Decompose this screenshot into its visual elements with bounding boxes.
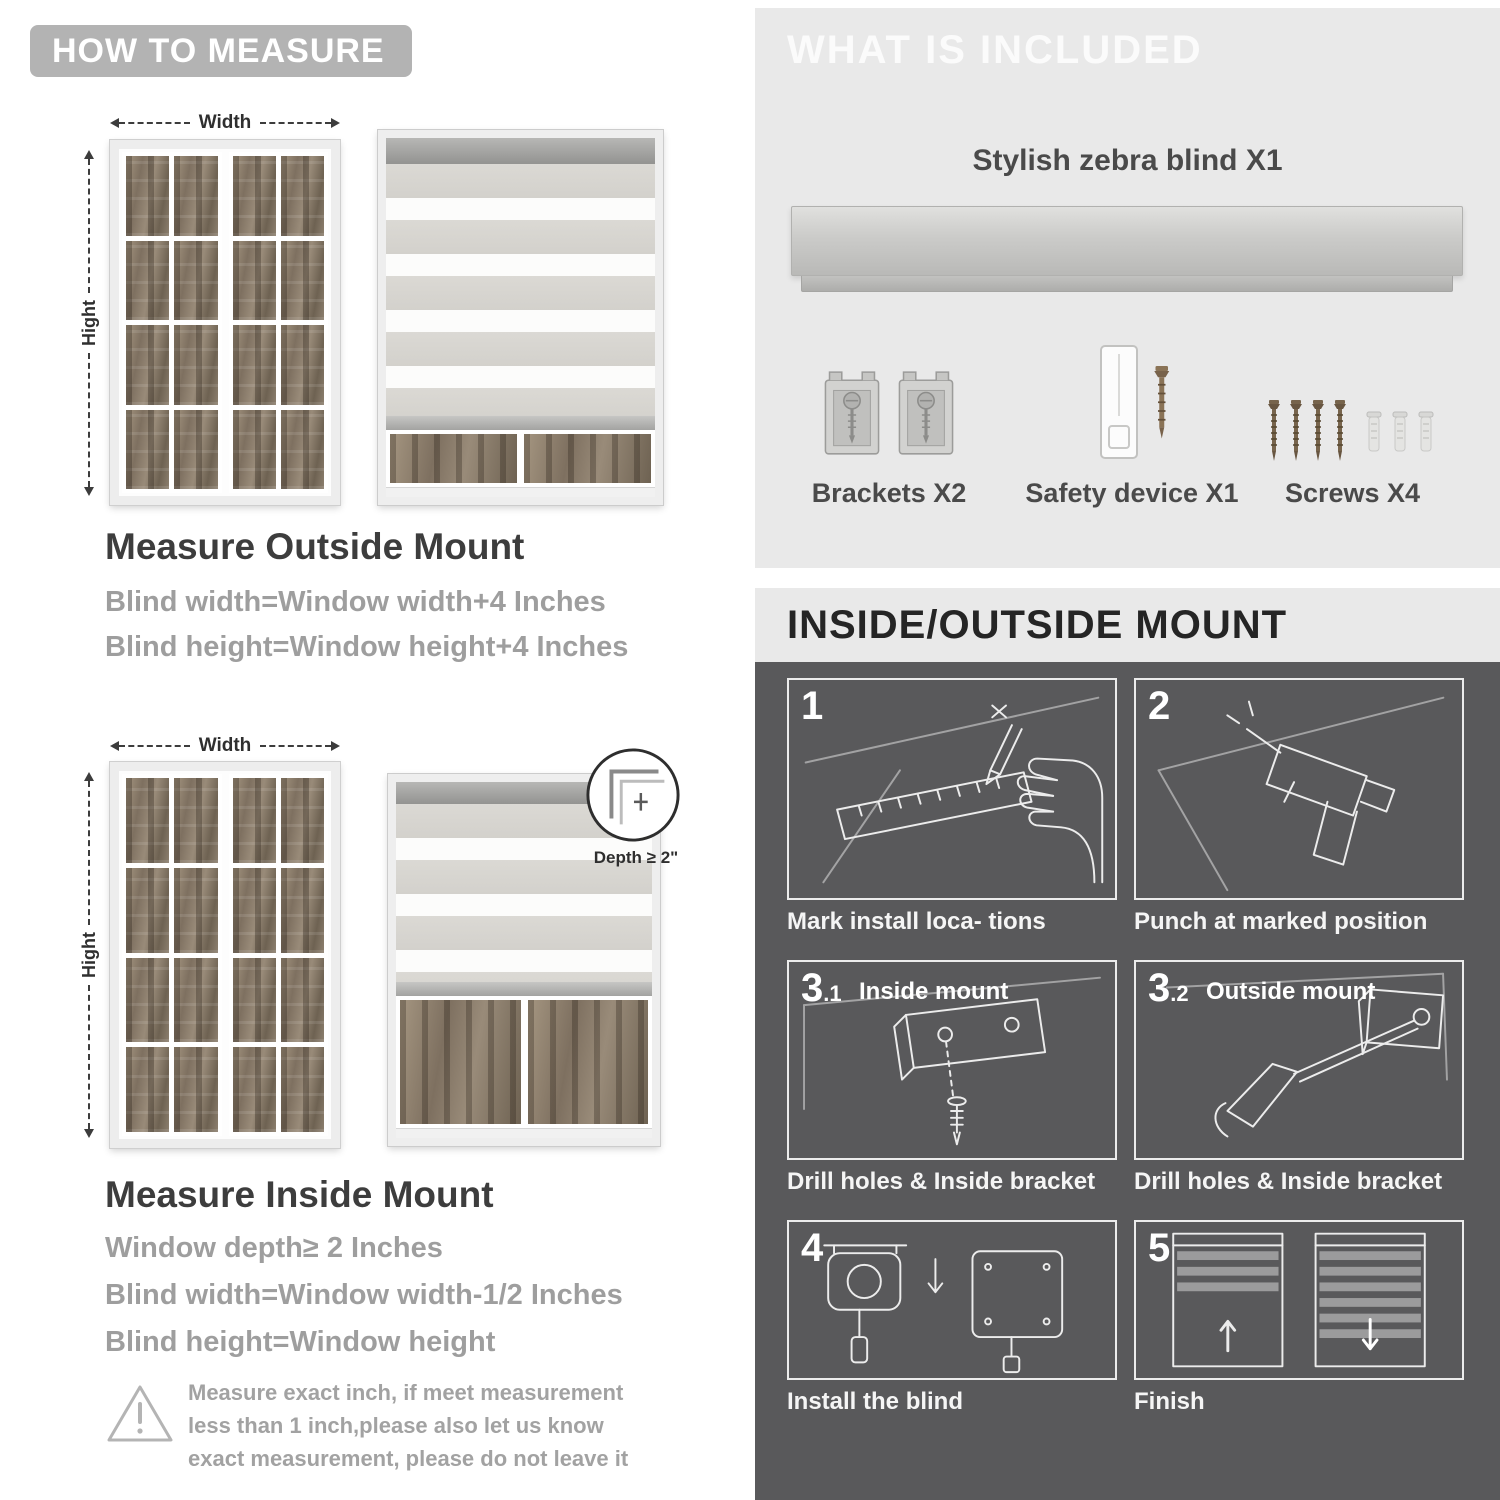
mark-locations-illustration [804,696,1104,884]
step-3-1: 3.1 Inside mount Drill holes & Inside br… [787,960,1117,1196]
step-caption: Install the blind [787,1388,964,1415]
step-number: 4 [801,1226,824,1270]
blind-cassette [386,138,655,164]
arrow-right-icon [331,741,340,751]
blind-bottom-rail [386,416,655,430]
outside-mount-line1: Blind width=Window width+4 Inches [105,586,606,618]
steps-grid: 1 Mark install loca- tions 2 [787,678,1464,1416]
width-label: Width [198,112,252,133]
height-arrow-inside: Hight [76,772,102,1139]
zebra-blind-illustration-outside [377,129,664,506]
step-number: 3.1 [801,966,842,1010]
width-arrow-outside: Width [110,112,340,134]
width-label: Width [198,735,252,756]
step-caption: Finish [1134,1388,1205,1415]
inside-bracket-illustration [803,976,1101,1146]
step-number: 2 [1148,684,1171,728]
blind-bottom-rail [396,982,652,996]
height-arrow-outside: Hight [76,150,102,497]
warning-triangle-icon [105,1382,175,1446]
warning-text: Measure exact inch, if meet measurement … [188,1380,629,1471]
install-blind-illustration [823,1244,1064,1374]
bracket-icon [895,368,957,467]
step-1: 1 Mark install loca- tions [787,678,1117,936]
bracket-icon [821,368,883,467]
blind-stripes [386,164,655,416]
screws-label: Screws X4 [1284,478,1421,508]
step-3-2: 3.2 Outside mount Drill holes & Inside b… [1134,960,1464,1196]
step-tag: Inside mount [859,978,1009,1005]
finish-illustration [1172,1232,1426,1368]
brackets-label: Brackets X2 [811,478,967,508]
outside-mount-line2: Blind height=Window height+4 Inches [105,631,629,663]
how-to-measure-header: HOW TO MEASURE [30,25,412,77]
headrail-lip [801,276,1453,292]
inside-mount-line1: Window depth≥ 2 Inches [105,1232,443,1264]
window-photo-illustration [109,761,341,1149]
step-tag: Outside mount [1206,978,1376,1005]
zebra-blind-item-label: Stylish zebra blind X1 [972,144,1283,177]
how-to-measure-title: HOW TO MEASURE [52,32,385,70]
inside-mount-line3: Blind height=Window height [105,1326,496,1358]
step-4: 4 Install the blind [787,1220,1117,1416]
screws-icon [1267,394,1447,477]
step-number: 1 [801,684,824,728]
step-caption: Drill holes & Inside bracket [1134,1168,1443,1195]
step-2: 2 Punch at marked position [1134,678,1464,936]
what-is-included-title: WHAT IS INCLUDED [787,28,1203,72]
step-5: 5 Finish [1134,1220,1464,1416]
depth-magnifier-icon [584,746,682,844]
safety-device-icon [1087,342,1197,477]
window-sill [386,487,655,497]
arrow-left-icon [110,741,119,751]
drill-illustration [1157,696,1445,892]
arrow-up-icon [84,772,94,781]
depth-callout-label: Depth ≥ 2" [593,848,679,867]
what-is-included-panel: WHAT IS INCLUDED Stylish zebra blind X1 [755,8,1500,568]
height-label: Hight [78,932,99,978]
step-caption: Mark install loca- tions [787,908,1046,935]
height-label: Hight [78,300,99,346]
width-arrow-inside: Width [110,735,340,757]
window-photo-illustration [109,139,341,506]
step-number: 3.2 [1148,966,1189,1010]
step-caption: Punch at marked position [1134,908,1428,935]
safety-device-label: Safety device X1 [1025,478,1239,508]
outside-bracket-illustration [1165,972,1448,1138]
window-sill [396,1128,652,1138]
step-number: 5 [1148,1226,1171,1270]
mount-steps-panel: 1 Mark install loca- tions 2 [755,662,1500,1500]
inside-mount-title: Measure Inside Mount [105,1174,494,1215]
arrow-down-icon [84,487,94,497]
inside-outside-mount-title: INSIDE/OUTSIDE MOUNT [787,603,1288,647]
mount-heading-band: INSIDE/OUTSIDE MOUNT [755,588,1500,662]
arrow-right-icon [331,118,340,128]
arrow-up-icon [84,150,94,159]
outside-mount-title: Measure Outside Mount [105,526,525,567]
arrow-left-icon [110,118,119,128]
zebra-blind-headrail-illustration [791,206,1463,276]
inside-mount-line2: Blind width=Window width-1/2 Inches [105,1279,623,1311]
step-caption: Drill holes & Inside bracket [787,1168,1096,1195]
arrow-down-icon [84,1129,94,1139]
